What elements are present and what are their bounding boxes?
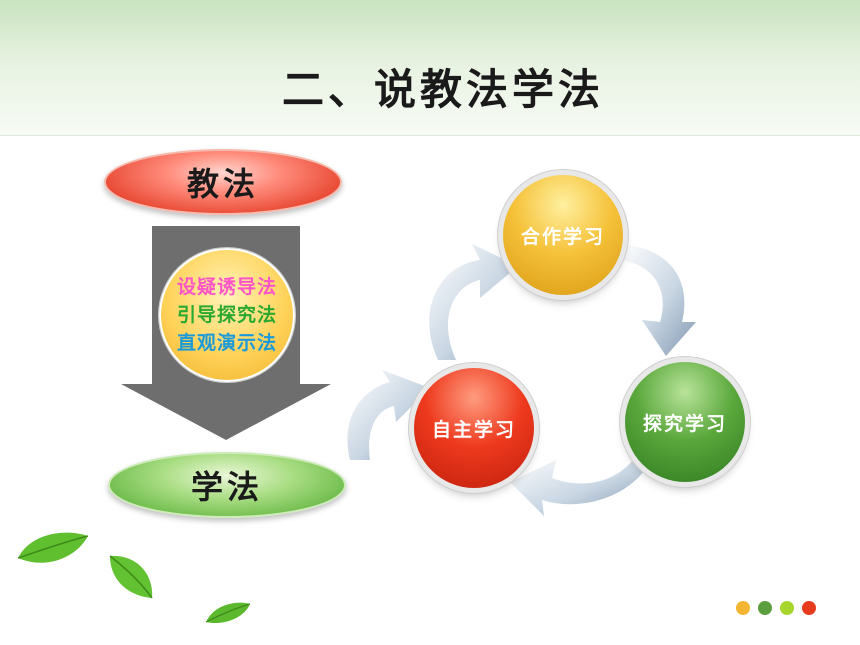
methods-badge: 设疑诱导法 引导探究法 直观演示法: [159, 248, 295, 382]
dot: [758, 601, 772, 615]
leaf-icon: [17, 532, 89, 563]
teaching-method-pill: 教法: [104, 149, 342, 215]
exploratory-learning-node: 探究学习: [625, 362, 745, 482]
slide-title: 二、说教法学法: [282, 65, 605, 114]
method-item: 设疑诱导法: [176, 276, 277, 298]
leaf-icon: [205, 602, 251, 624]
dot: [780, 601, 794, 615]
autonomous-learning-node: 自主学习: [414, 368, 534, 488]
decorative-dots: [736, 601, 816, 615]
dot: [802, 601, 816, 615]
method-item: 引导探究法: [176, 304, 277, 326]
header-band: [0, 0, 860, 136]
cooperative-learning-node: 合作学习: [503, 175, 623, 295]
dot: [736, 601, 750, 615]
cycle-arrow-icon: [347, 244, 696, 516]
header-divider: [0, 135, 860, 136]
learning-method-pill: 学法: [108, 452, 346, 518]
leaf-icon: [109, 555, 153, 599]
method-item: 直观演示法: [176, 332, 277, 354]
